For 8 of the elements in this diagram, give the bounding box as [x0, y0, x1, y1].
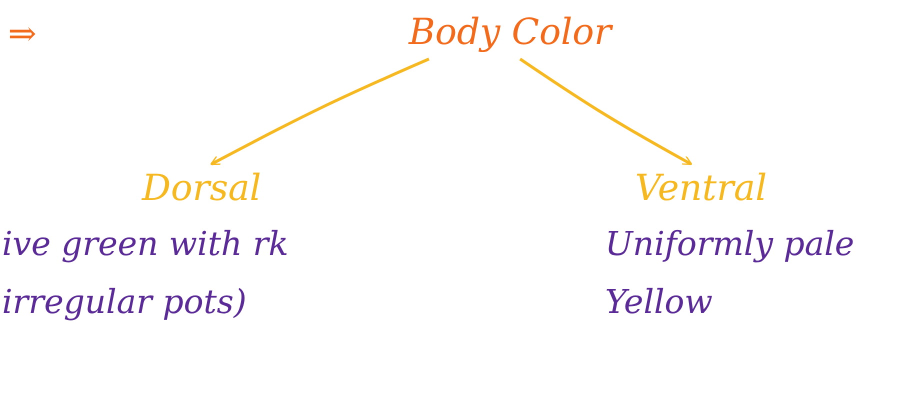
description-text: ive green with rk irregular pots) — [2, 223, 290, 323]
heading-text: Dorsal — [142, 168, 262, 209]
heading-text: Ventral — [635, 168, 767, 209]
curved-arrow — [519, 58, 692, 166]
title-text: Body Color — [408, 12, 612, 53]
description-text: Uniformly pale Yellow — [605, 223, 856, 323]
curved-arrow — [210, 58, 430, 166]
arrow-symbol: ⇒ — [8, 14, 36, 54]
